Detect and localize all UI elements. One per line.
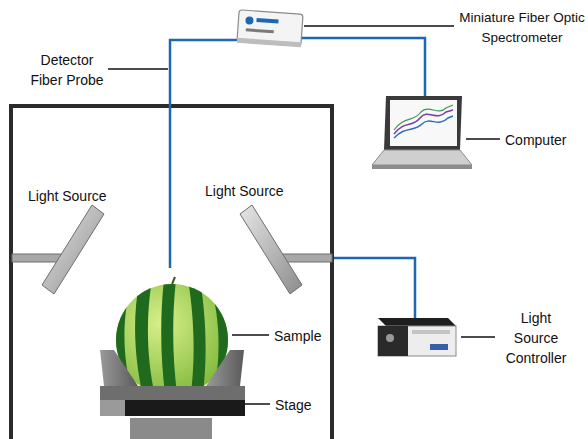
part-label: Light Source Controller [500,308,572,368]
light-source-lamp [12,205,104,294]
leader-lines [108,26,500,404]
fiber-cable [170,40,240,268]
part-label: Sample [274,326,321,346]
enclosure-box [11,106,332,439]
part-label: Light Source [28,186,107,206]
power-cable [334,258,415,318]
light-source-lamp [240,205,332,294]
part-label: Light Source [205,181,284,201]
controller-device [378,318,456,356]
part-label: Stage [275,395,312,415]
laptop-computer [372,96,472,169]
part-label: Computer [505,130,566,150]
stage-holder [100,350,245,439]
usb-cable [300,38,425,96]
part-label: Detector Fiber Probe [27,50,107,90]
part-label: Miniature Fiber Optic Spectrometer [459,8,585,48]
spectrometer-device [237,10,303,47]
